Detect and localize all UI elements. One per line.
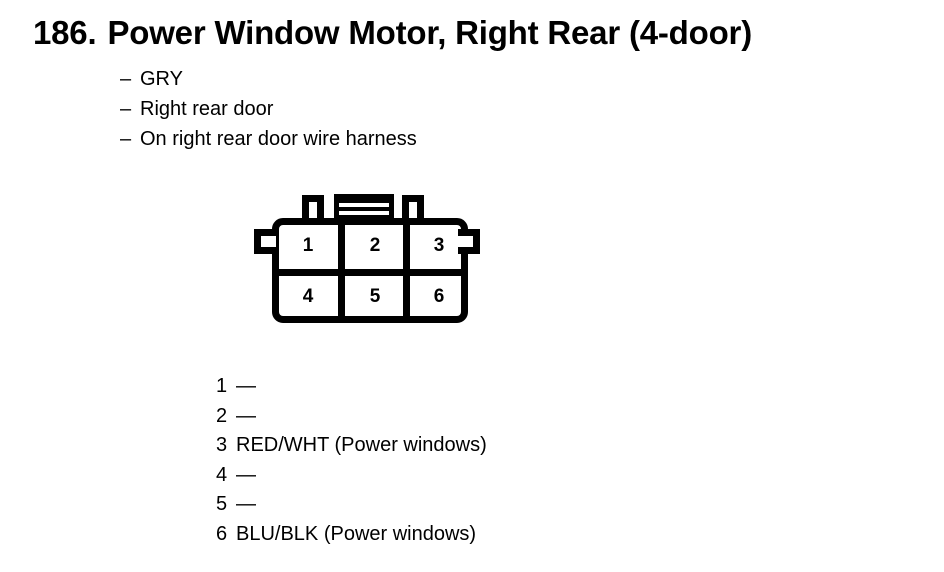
key-stripe <box>339 203 389 207</box>
connector-column-divider <box>338 218 345 323</box>
page-title: 186. Power Window Motor, Right Rear (4-do… <box>33 14 752 52</box>
legend-row: 4 — <box>216 461 487 491</box>
bullet-dash-icon: – <box>120 68 132 90</box>
legend-pin-number: 2 <box>216 404 228 427</box>
legend-pin-number: 1 <box>216 375 228 397</box>
connector-top-tab-left-icon <box>302 195 324 221</box>
legend-row: 5 — <box>216 490 487 520</box>
description-item-label: Right rear door <box>140 98 274 120</box>
key-stripe <box>339 211 389 215</box>
description-item-color: – GRY <box>120 64 417 94</box>
legend-row: 3 RED/WHT (Power windows) <box>216 431 487 461</box>
description-item-label: On right rear door wire harness <box>140 128 417 150</box>
legend-row: 1 — <box>216 372 487 402</box>
connector-side-notch-left-icon <box>254 229 276 254</box>
legend-wire-label: RED/WHT (Power windows) <box>236 434 487 456</box>
connector-pin-1: 1 <box>302 235 314 256</box>
legend-pin-number: 5 <box>216 493 228 515</box>
connector-pin-4: 4 <box>302 286 314 307</box>
legend-wire-label: — <box>236 463 256 486</box>
connector-side-notch-right-icon <box>458 229 480 254</box>
description-item-location: – Right rear door <box>120 94 417 124</box>
legend-wire-label: — <box>236 404 256 427</box>
legend-wire-label: BLU/BLK (Power windows) <box>236 522 477 545</box>
description-item-harness: – On right rear door wire harness <box>120 124 417 154</box>
legend-pin-number: 6 <box>216 522 228 545</box>
legend-pin-number: 4 <box>216 463 228 486</box>
connector-top-tab-right-icon <box>402 195 424 221</box>
connector-pin-2: 2 <box>369 235 381 256</box>
page-title-text: Power Window Motor, Right Rear (4-door) <box>107 14 752 51</box>
connector-row-divider <box>272 269 468 276</box>
bullet-dash-icon: – <box>120 128 132 150</box>
legend-row: 6 BLU/BLK (Power windows) <box>216 520 487 550</box>
page-title-number: 186. <box>33 14 97 51</box>
connector-diagram: 1 2 3 4 5 6 <box>253 193 481 329</box>
description-item-label: GRY <box>140 68 183 90</box>
pin-legend-list: 1 — 2 — 3 RED/WHT (Power windows) 4 — 5 … <box>216 372 487 549</box>
description-list: – GRY – Right rear door – On right rear … <box>120 64 417 154</box>
legend-wire-label: — <box>236 375 256 397</box>
legend-pin-number: 3 <box>216 434 228 456</box>
connector-pin-3: 3 <box>433 235 445 256</box>
legend-wire-label: — <box>236 493 256 515</box>
connector-pin-5: 5 <box>369 286 381 307</box>
connector-column-divider <box>403 218 410 323</box>
legend-row: 2 — <box>216 402 487 432</box>
connector-pin-6: 6 <box>433 286 445 307</box>
bullet-dash-icon: – <box>120 98 132 120</box>
connector-key-block-icon <box>334 194 394 221</box>
